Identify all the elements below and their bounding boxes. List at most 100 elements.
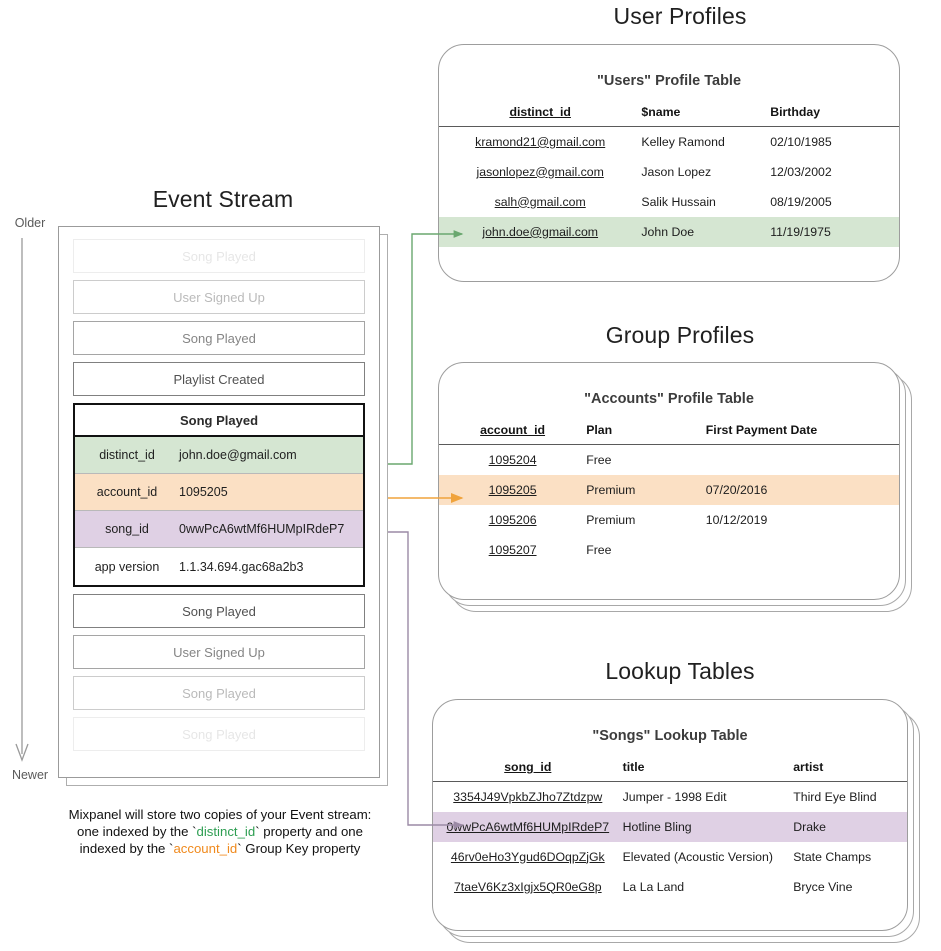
table-cell-birthday: 08/19/2005 <box>770 194 832 209</box>
table-cell-artist: Bryce Vine <box>793 879 853 894</box>
column-header: Birthday <box>770 103 899 127</box>
key-value-link[interactable]: salh@gmail.com <box>494 194 586 209</box>
key-value-link[interactable]: 0wwPcA6wtMf6HUMpIRdeP7 <box>446 819 610 834</box>
event-item[interactable]: User Signed Up <box>73 280 365 314</box>
key-value-link[interactable]: 1095205 <box>488 482 537 497</box>
table-cell-account_id: 1095206 <box>439 505 586 535</box>
table-cell-account_id: 1095207 <box>439 535 586 565</box>
event-item[interactable]: User Signed Up <box>73 635 365 669</box>
column-header: song_id <box>433 758 623 782</box>
table-cell-song_id: 7taeV6Kz3xIgjx5QR0eG8p <box>433 872 623 902</box>
event-property-key: account_id <box>96 485 158 499</box>
table-cell-distinct_id: jasonlopez@gmail.com <box>439 157 641 187</box>
table-row[interactable]: 3354J49VpkbZJho7Ztdzpw Jumper - 1998 Edit… <box>433 782 907 812</box>
table-row[interactable]: 1095204 Free <box>439 445 899 475</box>
event-property-key: distinct_id <box>99 448 155 462</box>
column-header: distinct_id <box>439 103 642 127</box>
table-cell-first_payment: 07/20/2016 <box>705 474 899 505</box>
table-cell-name: John Doe <box>641 216 771 247</box>
table-row[interactable]: 1095207 Free <box>439 535 899 565</box>
timeline-newer-label: Newer <box>11 768 49 782</box>
key-value-link[interactable]: 1095206 <box>488 512 537 527</box>
key-value-link[interactable]: 46rv0eHo3Ygud6DOqpZjGk <box>450 849 605 864</box>
lookup-tables-title: Lookup Tables <box>605 658 755 684</box>
table-cell-plan: Premium <box>586 474 706 505</box>
key-value-link[interactable]: 3354J49VpkbZJho7Ztdzpw <box>453 789 603 804</box>
table-cell-song_id: 0wwPcA6wtMf6HUMpIRdeP7 <box>433 811 623 842</box>
event-item-label: Song Played <box>182 726 256 742</box>
timeline-older-label: Older <box>14 216 46 230</box>
key-value-link[interactable]: 7taeV6Kz3xIgjx5QR0eG8p <box>453 879 602 894</box>
caption-line-1: Mixpanel will store two copies of your E… <box>68 807 372 822</box>
column-header: title <box>622 758 794 782</box>
expanded-event-title: Song Played <box>75 405 363 437</box>
caption-distinct-id-key: distinct_id <box>196 824 256 839</box>
event-property-value: 1095205 <box>179 485 228 499</box>
event-stream-title: Event Stream <box>152 186 294 212</box>
table-cell-distinct_id: salh@gmail.com <box>439 187 641 217</box>
key-value-link[interactable]: 1095204 <box>488 452 537 467</box>
event-property-key: app version <box>94 559 160 574</box>
event-item-label: Song Played <box>182 603 256 619</box>
event-item[interactable]: Song Played <box>73 717 365 751</box>
songs-table-title: "Songs" Lookup Table <box>592 728 748 744</box>
table-cell-first_payment: 10/12/2019 <box>705 512 768 527</box>
event-property-value: 0wwPcA6wtMf6HUMpIRdeP7 <box>179 522 345 536</box>
table-cell-birthday: 12/03/2002 <box>770 164 832 179</box>
table-row[interactable]: salh@gmail.com Salik Hussain 08/19/2005 <box>439 187 899 217</box>
event-item[interactable]: Song Played <box>73 676 365 710</box>
caption-line-2: one indexed by the `distinct_id` propert… <box>77 824 363 839</box>
users-table-title: "Users" Profile Table <box>596 73 742 89</box>
key-value-link[interactable]: john.doe@gmail.com <box>482 224 599 239</box>
caption-text: Mixpanel will store two copies of your E… <box>30 806 410 857</box>
column-header: First Payment Date <box>705 421 899 445</box>
table-cell-name: Salik Hussain <box>641 194 716 209</box>
event-item[interactable]: Playlist Created <box>73 362 365 396</box>
table-cell-name: Kelley Ramond <box>641 134 725 149</box>
timeline-arrow-icon <box>15 238 29 762</box>
table-cell-account_id: 1095204 <box>439 445 586 475</box>
column-header: $name <box>641 103 771 127</box>
key-value-link[interactable]: 1095207 <box>488 542 537 557</box>
event-item[interactable]: Song Played <box>73 321 365 355</box>
table-cell-song_id: 46rv0eHo3Ygud6DOqpZjGk <box>433 842 623 872</box>
table-cell-title: Jumper - 1998 Edit <box>622 789 727 804</box>
table-cell-plan: Free <box>586 542 612 557</box>
table-cell-title: La La Land <box>622 879 685 894</box>
event-item[interactable]: Song Played <box>73 594 365 628</box>
table-row[interactable]: 7taeV6Kz3xIgjx5QR0eG8p La La Land Bryce Vi… <box>433 872 907 902</box>
key-value-link[interactable]: jasonlopez@gmail.com <box>476 164 604 179</box>
event-item-label: Song Played <box>182 685 256 701</box>
table-cell-artist: Drake <box>793 811 907 842</box>
event-item[interactable]: Song Played <box>73 239 365 273</box>
timeline-axis: Older Newer <box>0 216 60 786</box>
group-profiles-title: Group Profiles <box>605 322 755 348</box>
event-item-label: Song Played <box>182 330 256 346</box>
table-cell-birthday: 11/19/1975 <box>770 216 899 247</box>
table-cell-distinct_id: kramond21@gmail.com <box>439 127 641 157</box>
key-value-link[interactable]: kramond21@gmail.com <box>475 134 606 149</box>
table-cell-plan: Free <box>586 452 612 467</box>
user-profiles-title: User Profiles <box>613 3 747 29</box>
